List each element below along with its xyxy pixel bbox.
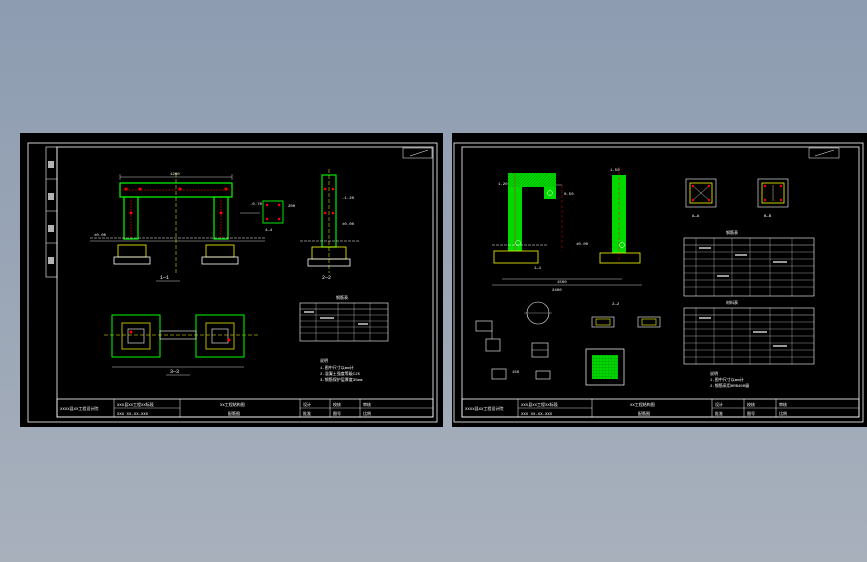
cell-drawing-no-right: 图号 [747,410,755,417]
project-line-2-right: XXX XX-XX-XXX [521,413,553,417]
org-name: XXXX县XX工程设计院 [60,405,98,412]
note-1: 1.图中尺寸以mm计 [320,364,354,371]
notes-right: 说明 1.图中尺寸以mm计 2.钢筋采用HRB400级 [710,370,749,389]
rebar-table-title: 钢筋表 [336,294,348,301]
notes-title-right: 说明 [710,370,718,377]
outer-frame [27,142,438,423]
rebar-table-1: 钢筋表 [683,229,815,297]
cell-design: 设计 [303,401,311,408]
column-side-section: -1.20 ±0.00 2—2 [300,169,360,281]
svg-text:-0.70: -0.70 [250,203,263,207]
svg-text:-1.20: -1.20 [342,197,355,201]
org-name-right: XXXX县XX工程设计院 [465,405,503,412]
svg-text:±0.00: ±0.00 [342,223,355,227]
project-line-1-right: XXX县XX工程XX标段 [521,401,558,408]
note-right-1: 1.图中尺寸以mm计 [710,376,744,383]
corner-stamp [402,147,433,159]
section-label-right: 2—2 [612,303,620,307]
rebar-table-2: 材料表 [683,299,815,365]
right-drawing-canvas: 1.20 0.50 1—1 1500 2400 1.50 ±0.00 A—A B… [453,142,864,423]
cell-review-right: 审核 [779,401,787,408]
inner-frame [56,146,434,418]
rebar-shape-details: 150 [475,301,552,380]
svg-text:±0.00: ±0.00 [94,234,107,238]
notes-title: 说明 [320,357,328,364]
wall-elevation: 1.20 0.50 1—1 1500 2400 [492,173,642,293]
corner-stamp [808,147,840,159]
cell-scale: 比例 [363,410,371,417]
small-section-label: 4—4 [265,229,273,233]
drawing-subtitle: 配筋图 [228,410,240,417]
project-line-1: XXX县XX工程XX标段 [117,401,154,408]
portal-frame-elevation: 1200 ±0.00 -0.70 1—1 [90,173,265,282]
column-section: 1.50 ±0.00 [576,167,641,264]
cell-design-right: 设计 [715,401,723,408]
left-drawing-canvas: 1200 ±0.00 -0.70 1—1 200 4—4 -1.20 ±0.00… [27,142,438,423]
detail-label-b: B—B [764,215,772,219]
box-section-a: A—A [685,178,717,219]
cell-scale-right: 比例 [779,410,787,417]
plan-label: 3—3 [170,369,179,375]
cell-check-right: 校核 [747,401,755,408]
small-section: 200 4—4 [262,200,296,233]
table2-title: 材料表 [726,299,738,306]
drawing-sheet-right[interactable]: 1.20 0.50 1—1 1500 2400 1.50 ±0.00 A—A B… [452,133,867,427]
note-3: 3.钢筋保护层厚度35mm [320,376,363,383]
drawing-sheet-left[interactable]: 1200 ±0.00 -0.70 1—1 200 4—4 -1.20 ±0.00… [20,133,443,427]
table1-title: 钢筋表 [726,229,738,236]
svg-text:0.50: 0.50 [564,193,574,197]
drawing-title: XX工程结构图 [220,401,245,408]
svg-text:200: 200 [288,205,296,209]
svg-text:2400: 2400 [552,289,562,293]
foundation-plan: 3—3 [104,314,260,376]
title-block-right: XXXX县XX工程设计院 XXX县XX工程XX标段 XXX XX-XX-XXX … [461,398,860,418]
notes: 说明 1.图中尺寸以mm计 2.混凝土强度等级C25 3.钢筋保护层厚度35mm [320,357,363,383]
rebar-table: 钢筋表 [299,294,389,342]
drawing-title-right: XX工程结构图 [630,401,655,408]
beam-sections: 2—2 [591,303,661,328]
cell-drawing-no: 图号 [333,410,341,417]
svg-text:150: 150 [512,371,520,375]
note-right-2: 2.钢筋采用HRB400级 [710,382,749,389]
svg-text:1500: 1500 [557,281,567,285]
detail-label-a: A—A [692,215,700,219]
note-2: 2.混凝土强度等级C25 [320,370,361,377]
margin-strip [45,146,58,278]
slab-detail [585,348,625,386]
drawing-subtitle-right: 配筋图 [638,410,650,417]
svg-text:1.50: 1.50 [610,169,620,173]
outer-frame [453,142,864,423]
svg-text:1200: 1200 [170,173,180,177]
cell-review: 审核 [363,401,371,408]
wall-elevation-label: 1—1 [534,267,542,271]
cell-approve-right: 批准 [715,410,723,417]
title-block: XXXX县XX工程设计院 XXX县XX工程XX标段 XXX XX-XX-XXX … [56,398,434,418]
box-section-b: B—B [757,178,789,219]
elevation-label: 1—1 [160,275,169,281]
project-line-2: XXX XX-XX-XXX [117,413,149,417]
svg-text:1.20: 1.20 [498,183,508,187]
svg-text:±0.00: ±0.00 [576,243,589,247]
cell-check: 校核 [333,401,341,408]
side-section-label: 2—2 [322,275,331,281]
cell-approve: 批准 [303,410,311,417]
